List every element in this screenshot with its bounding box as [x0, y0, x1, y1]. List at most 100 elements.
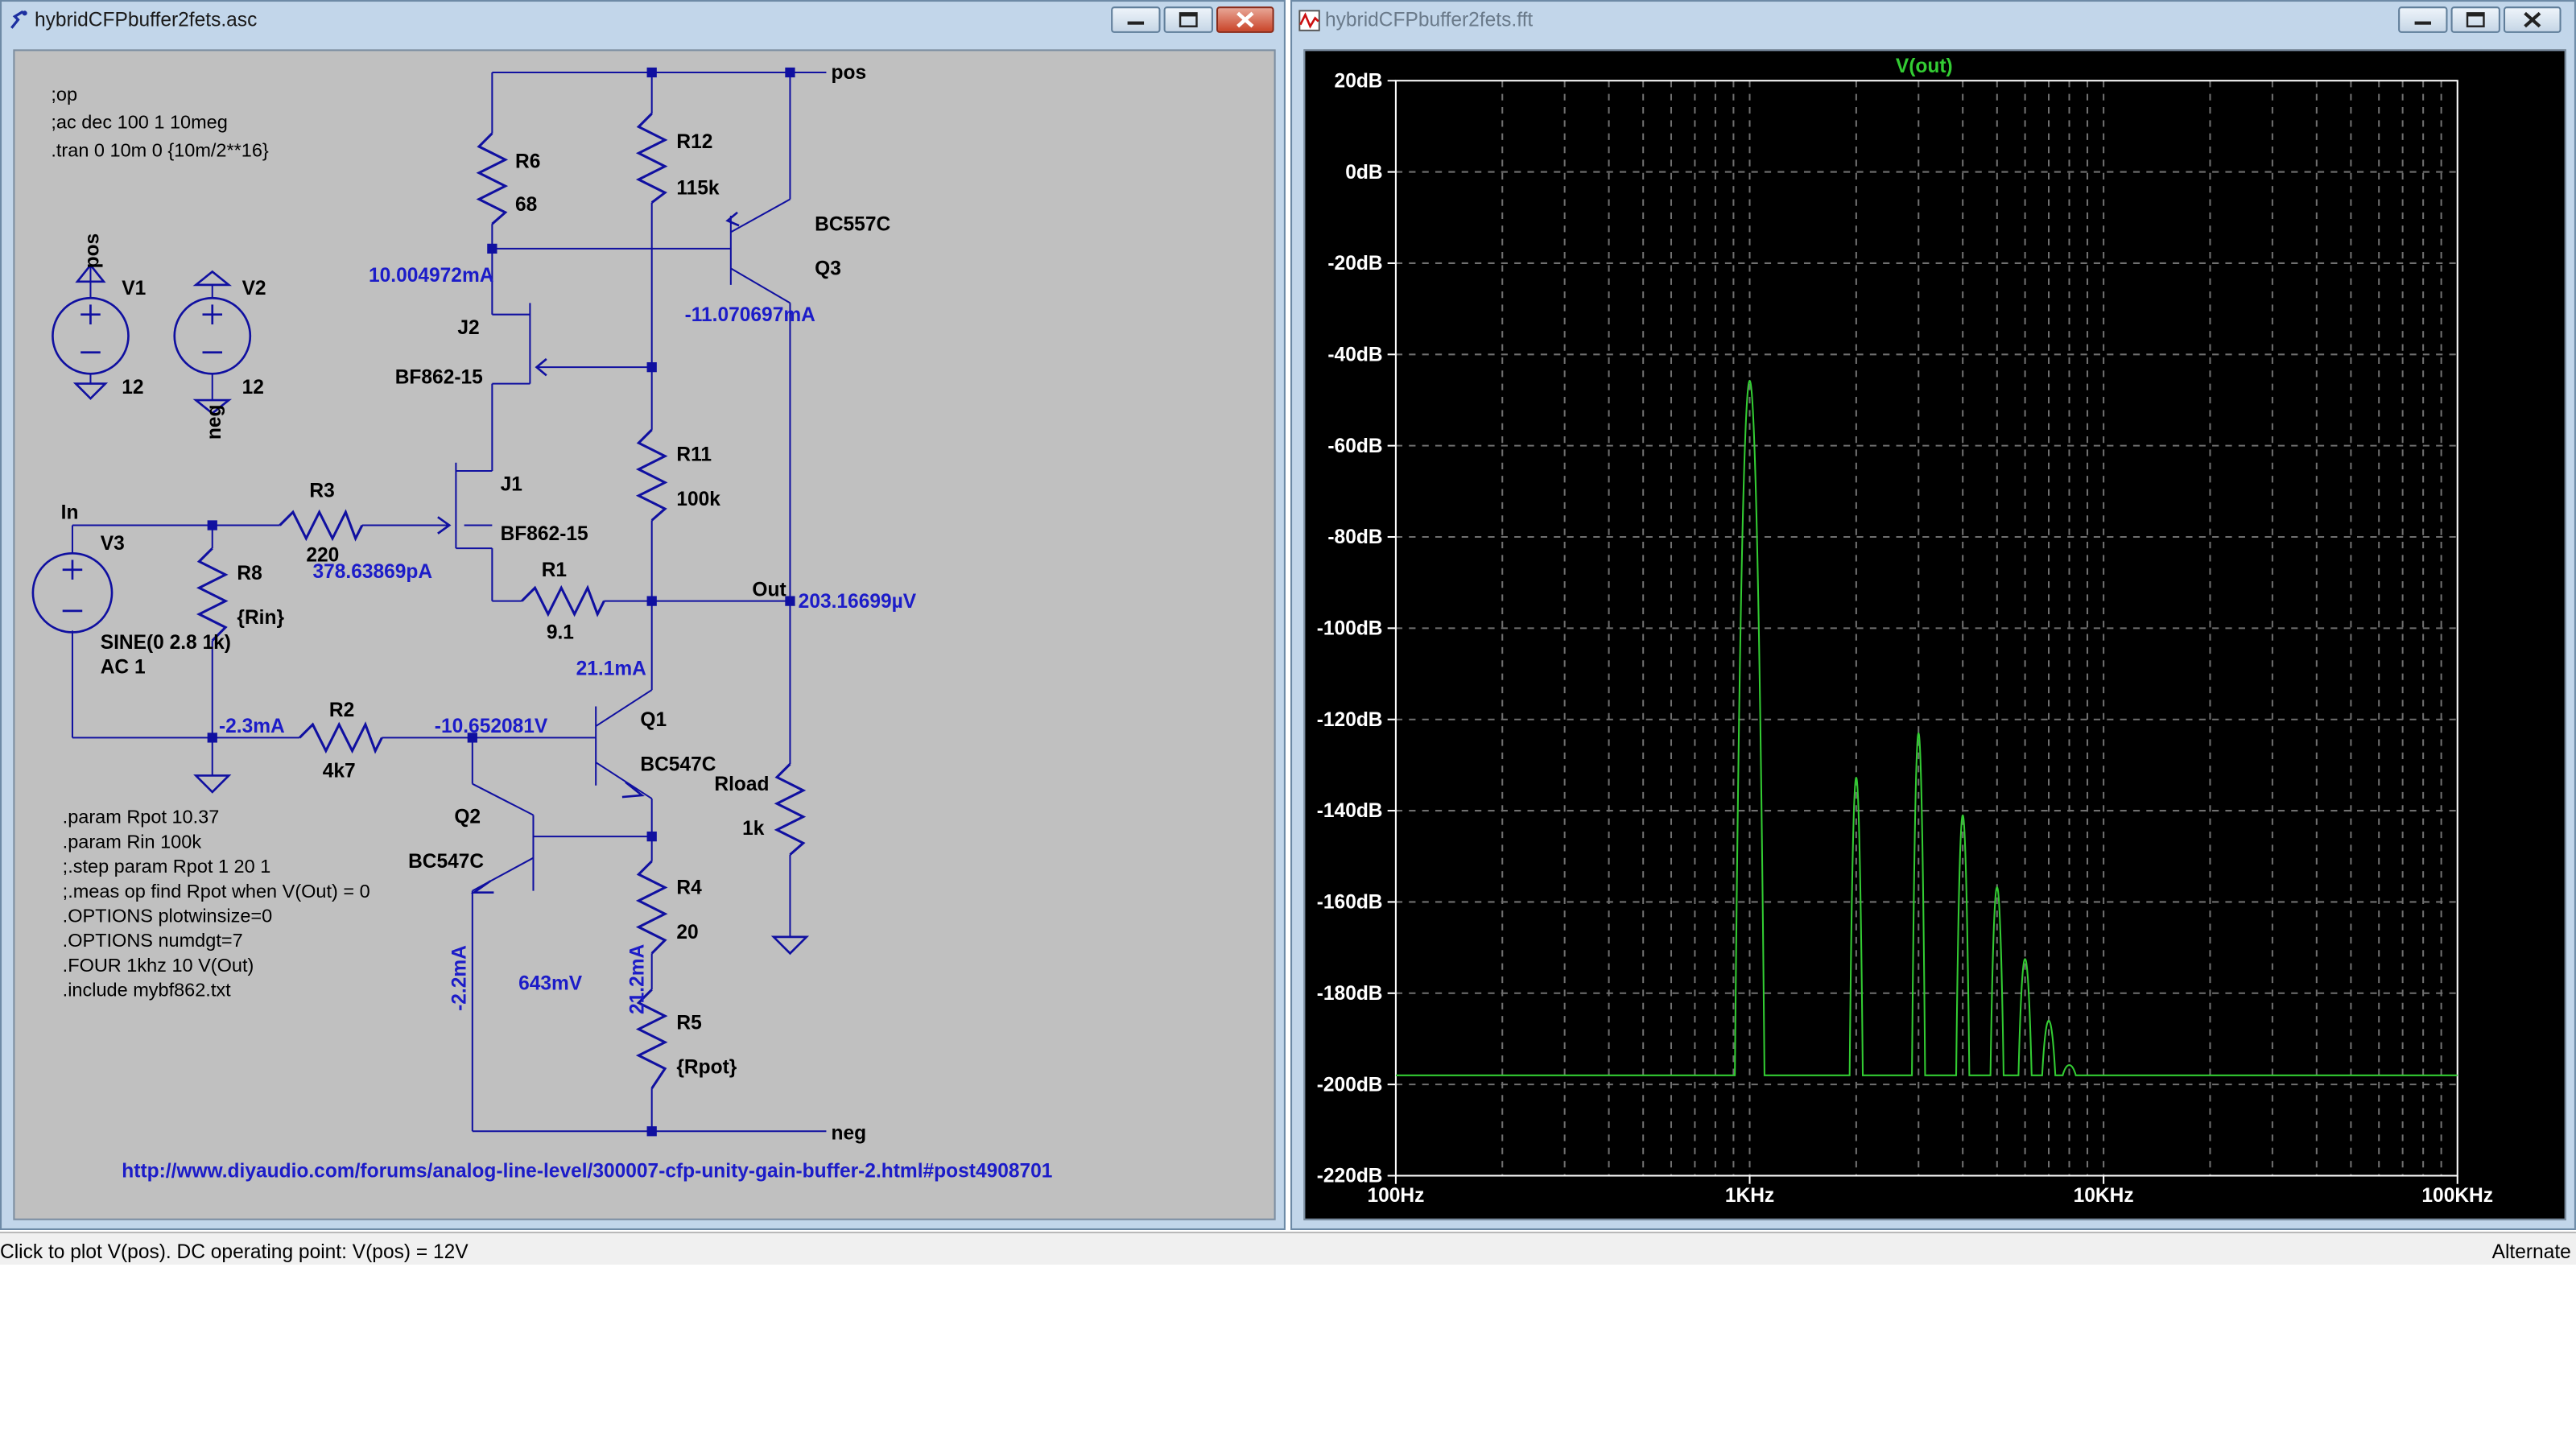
r5-value: {Rpot} — [676, 1057, 737, 1079]
y-tick-label: -180dB — [1317, 983, 1383, 1005]
fft-restore-button[interactable] — [2450, 6, 2500, 33]
schematic-app-icon — [10, 10, 27, 29]
x-tick-label: 100KHz — [2421, 1185, 2493, 1207]
wires — [71, 71, 827, 1133]
directive-four: .FOUR 1khz 10 V(Out) — [63, 955, 254, 976]
r8-name: R8 — [237, 563, 262, 584]
v3-name: V3 — [101, 533, 125, 555]
minimize-icon — [2414, 21, 2432, 25]
directive-tran: .tran 0 10m 0 {10m/2**16} — [51, 139, 269, 160]
r3-value: 220 — [306, 545, 339, 567]
q2-name: Q2 — [454, 807, 481, 828]
fft-trace-title[interactable]: V(out) — [1896, 56, 1953, 77]
restore-button[interactable] — [1163, 6, 1213, 33]
x-tick-label: 10KHz — [2074, 1185, 2134, 1207]
v1-value: 12 — [122, 377, 143, 398]
source-symbols — [31, 211, 810, 956]
fft-window-title: hybridCFPbuffer2fets.fft — [1324, 8, 1534, 31]
op-voltage-q1-base[interactable]: -10.652081V — [435, 716, 548, 737]
r12-value: 115k — [676, 177, 720, 199]
y-tick-label: -220dB — [1317, 1166, 1383, 1187]
close-button[interactable] — [1216, 6, 1274, 33]
op-current-r6[interactable]: 10.004972mA — [369, 265, 494, 287]
directive-meas: ;.meas op find Rpot when V(Out) = 0 — [63, 881, 370, 902]
fft-trace-vout[interactable] — [1395, 380, 2458, 1076]
op-voltage-out[interactable]: 203.16699µV — [799, 591, 917, 613]
j1-name: J1 — [501, 474, 522, 496]
op-voltage-q2-emitter[interactable]: 643mV — [518, 972, 583, 994]
schematic-window[interactable]: hybridCFPbuffer2fets.asc — [0, 0, 1286, 1230]
op-current-r4[interactable]: 21.2mA — [626, 943, 648, 1014]
close-icon — [1236, 11, 1254, 28]
r5-name: R5 — [676, 1012, 701, 1034]
fft-plot[interactable]: 20dB0dB-20dB-40dB-60dB-80dB-100dB-120dB-… — [1305, 51, 2564, 1218]
q1-name: Q1 — [640, 709, 667, 731]
schematic-window-title: hybridCFPbuffer2fets.asc — [34, 8, 258, 31]
y-tick-label: -20dB — [1327, 253, 1382, 275]
v2-name: V2 — [242, 278, 266, 299]
restore-icon — [1179, 12, 1198, 27]
net-label-in: In — [61, 502, 79, 523]
op-current-r8[interactable]: -2.3mA — [219, 716, 285, 737]
q1-model: BC547C — [640, 753, 716, 775]
y-tick-label: -100dB — [1317, 618, 1383, 640]
fft-minimize-button[interactable] — [2398, 6, 2448, 33]
q2-model: BC547C — [408, 851, 484, 873]
directive-options-plotwinsize: .OPTIONS plotwinsize=0 — [63, 905, 273, 926]
schematic-titlebar[interactable]: hybridCFPbuffer2fets.asc — [2, 2, 1284, 41]
fft-close-button[interactable] — [2503, 6, 2562, 33]
r8-value: {Rin} — [237, 607, 284, 629]
j2-name: J2 — [457, 317, 479, 339]
op-current-q3[interactable]: -11.070697mA — [685, 304, 816, 326]
q3-model: BC557C — [815, 213, 890, 235]
v1-name: V1 — [122, 278, 146, 299]
minimize-button[interactable] — [1111, 6, 1161, 33]
restore-icon — [2466, 12, 2485, 27]
v3-value: SINE(0 2.8 1k) — [101, 632, 231, 654]
y-tick-label: -60dB — [1327, 436, 1382, 457]
v3-ac: AC 1 — [101, 657, 146, 679]
diyaudio-link[interactable]: http://www.diyaudio.com/forums/analog-li… — [122, 1161, 1052, 1183]
y-tick-label: -200dB — [1317, 1074, 1383, 1096]
status-mode: Alternate — [2491, 1240, 2571, 1263]
y-tick-label: -120dB — [1317, 709, 1383, 731]
r2-name: R2 — [329, 700, 354, 721]
op-current-r3[interactable]: 378.63869pA — [312, 561, 432, 583]
y-tick-label: -160dB — [1317, 892, 1383, 914]
r12-name: R12 — [676, 131, 712, 153]
directive-param-rpot: .param Rpot 10.37 — [63, 807, 220, 828]
op-current-q2[interactable]: -2.2mA — [449, 945, 471, 1011]
r6-name: R6 — [515, 151, 540, 173]
r3-name: R3 — [309, 481, 334, 502]
directive-param-rin: .param Rin 100k — [63, 831, 202, 852]
y-tick-label: 20dB — [1335, 70, 1383, 92]
fft-titlebar[interactable]: hybridCFPbuffer2fets.fft — [1292, 2, 2574, 41]
status-bar: Click to plot V(pos). DC operating point… — [0, 1232, 2576, 1265]
net-label-pos: pos — [832, 62, 867, 84]
r11-name: R11 — [676, 444, 712, 466]
r11-value: 100k — [676, 489, 720, 510]
net-label-neg: neg — [832, 1122, 867, 1144]
op-current-q1[interactable]: 21.1mA — [576, 658, 647, 680]
resistor-symbols — [196, 113, 807, 1089]
v1-pos-net-label: pos — [82, 233, 104, 269]
j1-model: BF862-15 — [501, 523, 588, 545]
r1-name: R1 — [542, 559, 567, 581]
rload-name: Rload — [714, 774, 769, 795]
status-message: Click to plot V(pos). DC operating point… — [0, 1240, 469, 1263]
schematic-canvas[interactable]: ;op ;ac dec 100 1 10meg .tran 0 10m 0 {1… — [14, 51, 1274, 1218]
x-tick-label: 100Hz — [1367, 1185, 1424, 1207]
r6-value: 68 — [515, 194, 537, 216]
directive-ac: ;ac dec 100 1 10meg — [51, 112, 227, 133]
r2-value: 4k7 — [323, 760, 356, 782]
schematic-canvas-area[interactable]: ;op ;ac dec 100 1 10meg .tran 0 10m 0 {1… — [13, 49, 1276, 1220]
y-tick-label: -80dB — [1327, 526, 1382, 548]
close-icon — [2524, 11, 2541, 28]
r4-value: 20 — [676, 922, 698, 943]
v2-value: 12 — [242, 377, 264, 398]
v2-neg-net-label: neg — [204, 405, 225, 440]
directive-options-numdgt: .OPTIONS numdgt=7 — [63, 930, 243, 951]
rload-value: 1k — [742, 818, 765, 840]
